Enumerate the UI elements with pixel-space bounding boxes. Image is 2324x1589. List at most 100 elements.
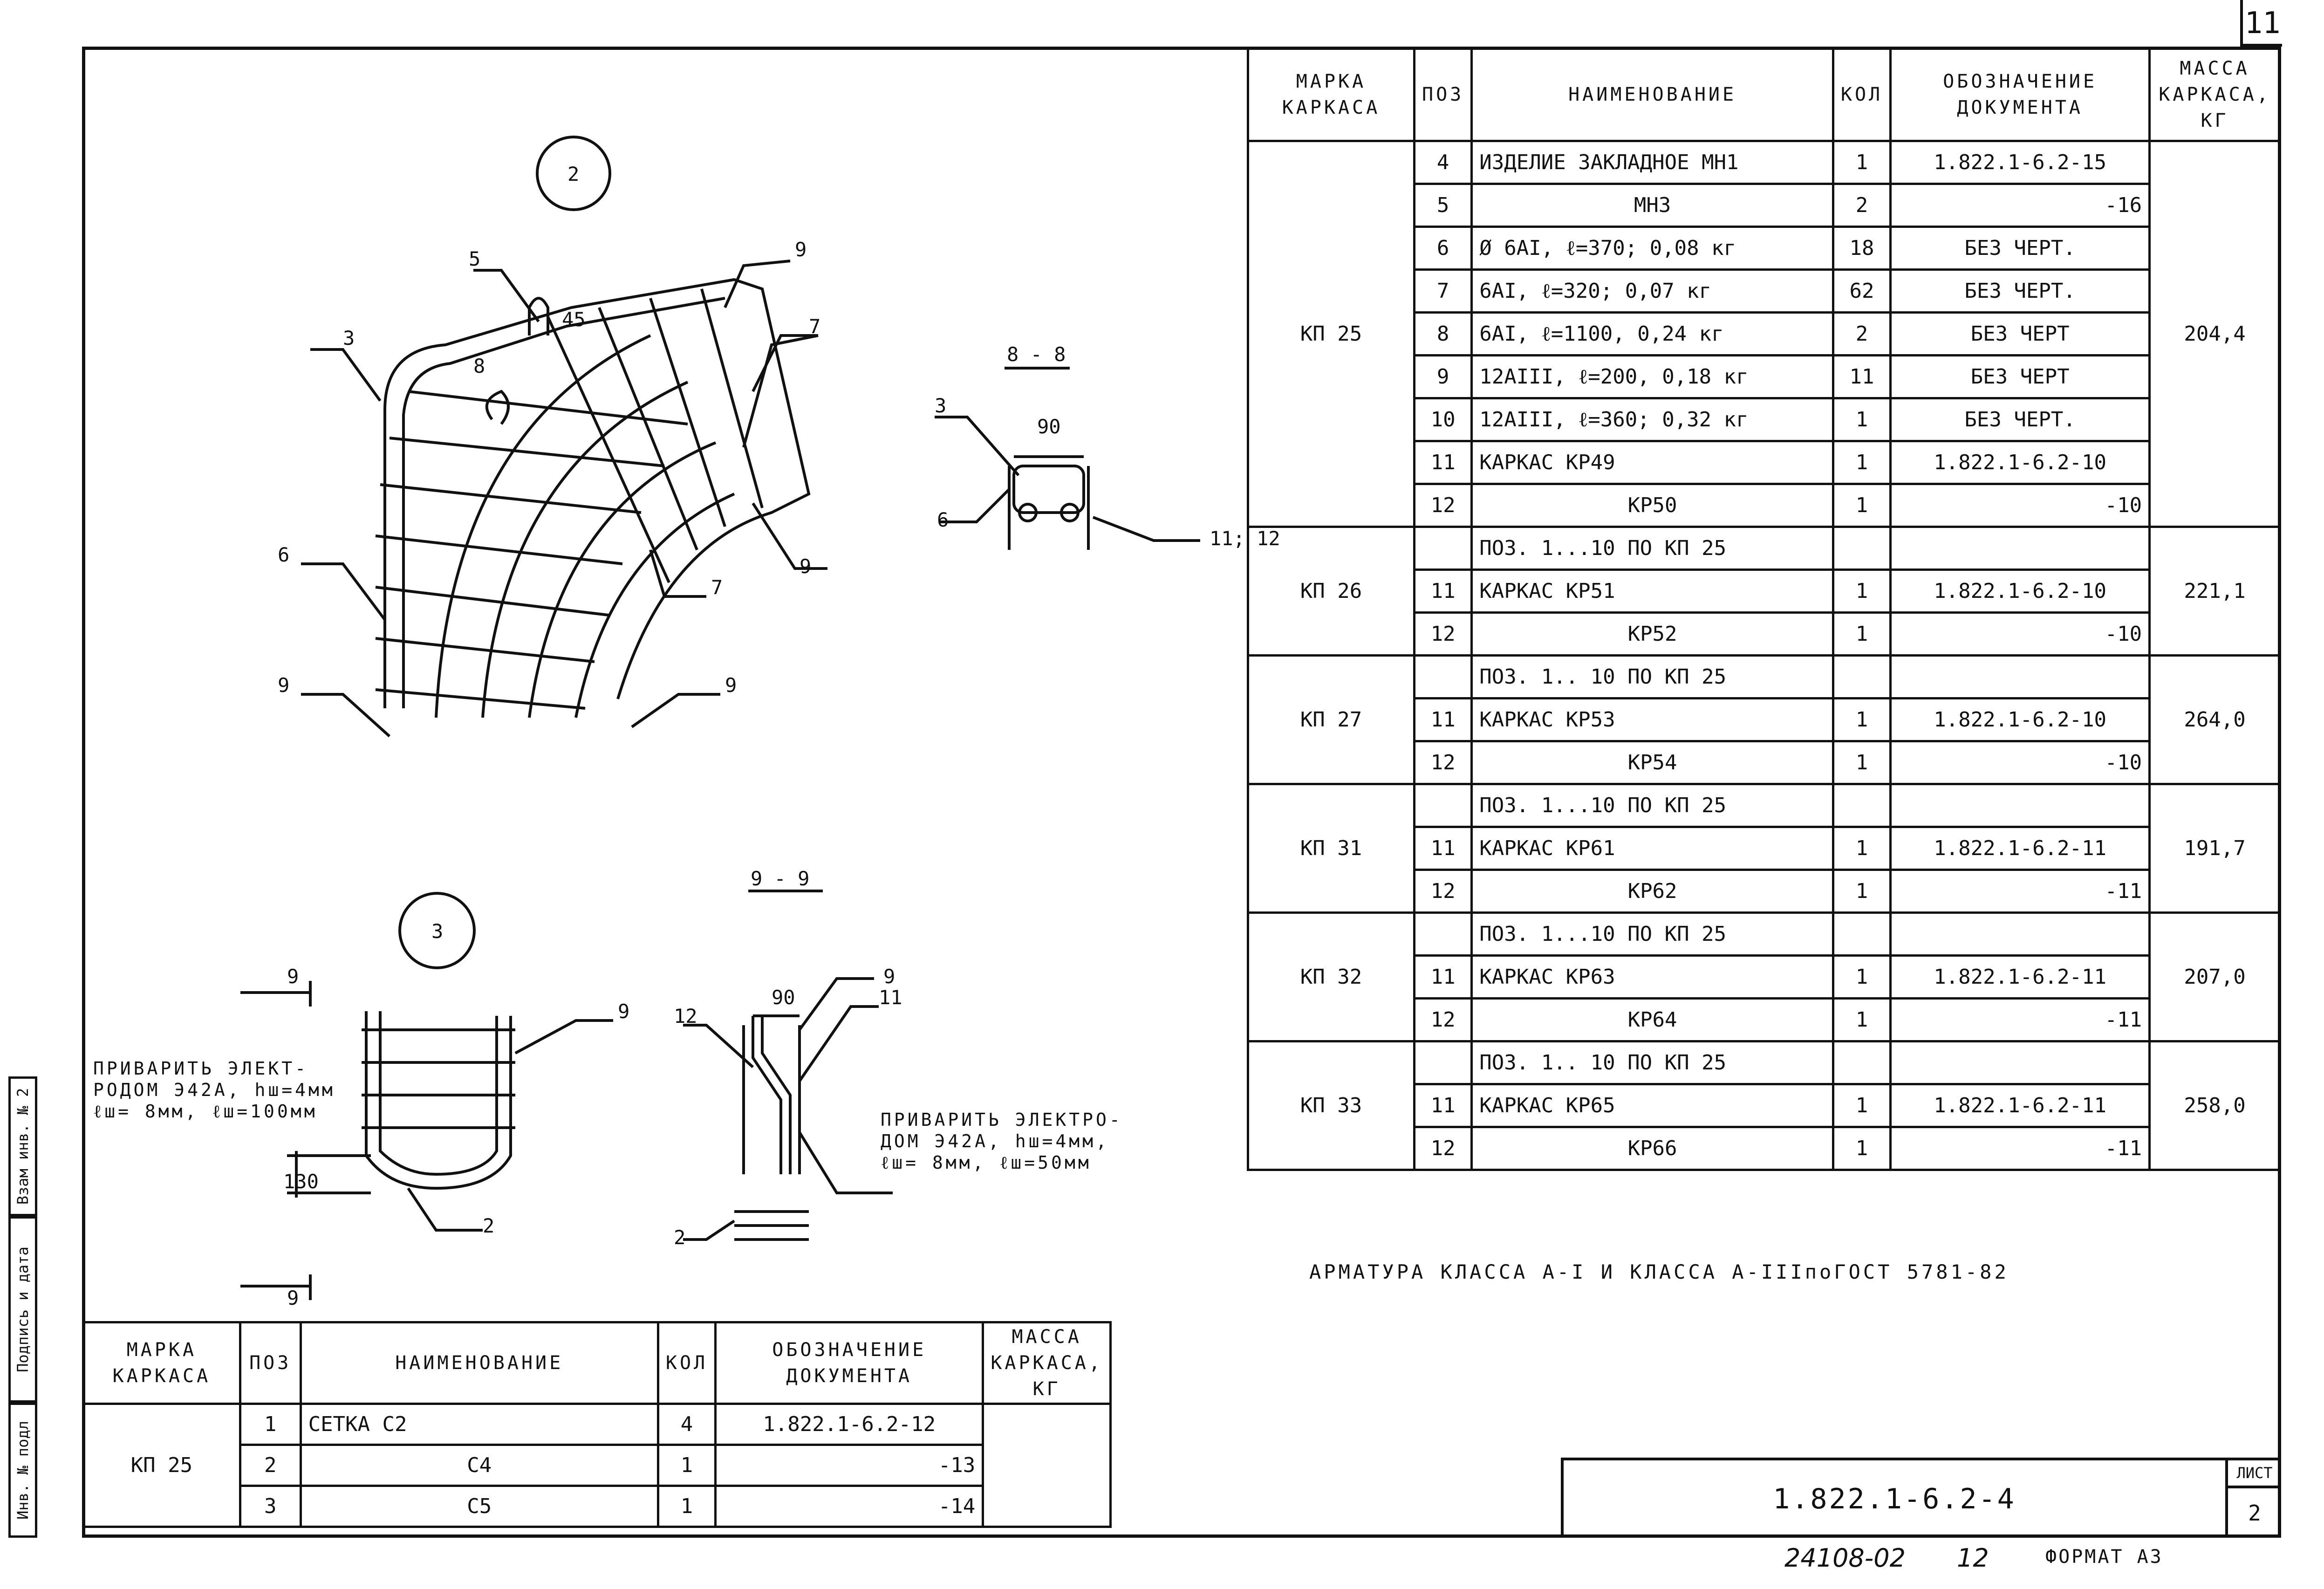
- cell-pos: 10: [1413, 397, 1473, 442]
- side-stamp-inventory: Инв. № подл: [8, 1403, 37, 1538]
- cell-pos: 11: [1413, 954, 1473, 1000]
- cell-doc: -11: [1889, 1126, 2151, 1171]
- cell-qty: 1: [1832, 954, 1892, 1000]
- cell-name: КР64: [1470, 997, 1834, 1042]
- node-3-circle: [398, 892, 476, 969]
- reinforcement-drawing: 2 3 8 - 8 9 - 9 3 5 8 9 7 9 7 6 9 9 45 9…: [240, 136, 1280, 1309]
- sheet-label: ЛИСТ: [2225, 1460, 2281, 1488]
- frame-mass: 204,4: [2148, 140, 2281, 528]
- cell-qty: [1832, 911, 1892, 957]
- cell-doc: БЕЗ ЧЕРТ: [1889, 354, 2151, 399]
- cell-name: КАРКАС КР61: [1470, 826, 1834, 871]
- main-header-0: МАРКА КАРКАСА: [1247, 47, 1415, 142]
- weld-note-left: ПРИВАРИТЬ ЭЛЕКТ- РОДОМ Э42А, hш=4мм ℓш= …: [93, 1058, 335, 1122]
- cell-pos: 12: [1413, 1126, 1473, 1171]
- frame-mass: [982, 1403, 1112, 1528]
- cell-qty: 1: [1832, 997, 1892, 1042]
- svg-text:45: 45: [562, 308, 586, 331]
- cell-pos: 11: [1413, 697, 1473, 742]
- frame-mark: КП 25: [82, 1403, 241, 1528]
- cell-pos: [1413, 654, 1473, 699]
- cell-doc: -13: [714, 1444, 984, 1487]
- section-9-title: 9 - 9: [751, 867, 809, 890]
- svg-text:5: 5: [469, 247, 480, 270]
- frame-mark: КП 31: [1247, 783, 1415, 914]
- cell-pos: [1413, 911, 1473, 957]
- cage-outline: [383, 278, 811, 708]
- cell-qty: 1: [656, 1444, 717, 1487]
- page-number: 12: [1957, 1543, 1989, 1573]
- cell-name: КАРКАС КР53: [1470, 697, 1834, 742]
- frame-mark: КП 32: [1247, 911, 1415, 1042]
- cell-doc: БЕЗ ЧЕРТ: [1889, 311, 2151, 356]
- cell-qty: 1: [1832, 568, 1892, 614]
- main-header-3: КОЛ: [1832, 47, 1892, 142]
- cell-pos: 12: [1413, 740, 1473, 785]
- node-2-circle: [536, 136, 611, 211]
- cell-pos: 11: [1413, 440, 1473, 485]
- svg-text:3: 3: [343, 327, 355, 349]
- svg-text:12: 12: [674, 1005, 697, 1027]
- cell-pos: 11: [1413, 826, 1473, 871]
- cell-name: КР52: [1470, 611, 1834, 657]
- bottom-header-3: КОЛ: [656, 1321, 717, 1405]
- svg-text:9: 9: [278, 674, 289, 697]
- main-header-5: МАССА КАРКАСА, КГ: [2148, 47, 2281, 142]
- cell-qty: 1: [1832, 826, 1892, 871]
- weld-note-right: ПРИВАРИТЬ ЭЛЕКТРО- ДОМ Э42А, hш=4мм, ℓш=…: [881, 1110, 1123, 1173]
- cell-doc: [1889, 1040, 2151, 1085]
- main-header-2: НАИМЕНОВАНИЕ: [1470, 47, 1834, 142]
- cell-name: С5: [299, 1485, 659, 1528]
- bottom-header-2: НАИМЕНОВАНИЕ: [299, 1321, 659, 1405]
- frame-mark: КП 26: [1247, 526, 1415, 657]
- rebar-class-note: АРМАТУРА КЛАССА А-I И КЛАССА А-IIIпоГОСТ…: [1309, 1260, 2009, 1283]
- cell-name: 6AI, ℓ=320; 0,07 кг: [1470, 268, 1834, 314]
- sheet-number: 2: [2225, 1488, 2281, 1538]
- cell-qty: 1: [1832, 697, 1892, 742]
- svg-text:7: 7: [711, 576, 723, 599]
- svg-text:9: 9: [287, 965, 299, 988]
- cell-name: МН3: [1470, 183, 1834, 228]
- svg-text:90: 90: [772, 986, 795, 1009]
- cell-doc: -10: [1889, 483, 2151, 528]
- cell-qty: [1832, 1040, 1892, 1085]
- cell-doc: -16: [1889, 183, 2151, 228]
- cell-qty: [1832, 526, 1892, 571]
- cell-qty: 1: [656, 1485, 717, 1528]
- cell-pos: 3: [239, 1485, 302, 1528]
- cell-pos: 4: [1413, 140, 1473, 185]
- side-stamp-replacement: Взам инв. № 2: [8, 1076, 37, 1216]
- bottom-header-5: МАССА КАРКАСА, КГ: [982, 1321, 1112, 1405]
- svg-text:6: 6: [937, 508, 949, 531]
- bottom-header-1: ПОЗ: [239, 1321, 302, 1405]
- archive-number: 24108-02: [1784, 1543, 1906, 1573]
- cell-doc: 1.822.1-6.2-10: [1889, 440, 2151, 485]
- cell-qty: 1: [1832, 611, 1892, 657]
- cell-doc: 1.822.1-6.2-11: [1889, 954, 2151, 1000]
- cell-pos: 12: [1413, 483, 1473, 528]
- cell-pos: [1413, 526, 1473, 571]
- cell-name: КАРКАС КР51: [1470, 568, 1834, 614]
- cell-qty: 1: [1832, 397, 1892, 442]
- bottom-header-0: МАРКА КАРКАСА: [82, 1321, 241, 1405]
- title-block: 1.822.1-6.2-4 ЛИСТ 2: [1561, 1458, 2281, 1538]
- svg-text:2: 2: [674, 1226, 685, 1249]
- cell-name: СЕТКА С2: [299, 1403, 659, 1446]
- cell-qty: 1: [1832, 483, 1892, 528]
- cell-name: ПОЗ. 1...10 ПО КП 25: [1470, 526, 1834, 571]
- cell-name: КАРКАС КР63: [1470, 954, 1834, 1000]
- cell-qty: 4: [656, 1403, 717, 1446]
- cell-doc: БЕЗ ЧЕРТ.: [1889, 397, 2151, 442]
- cell-qty: 1: [1832, 740, 1892, 785]
